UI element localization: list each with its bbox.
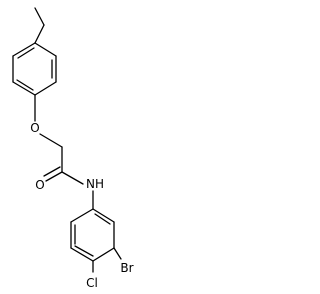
amide-group: O NH [35,146,104,210]
ring2-bond [70,247,94,262]
bond-carbonyl-n [61,171,84,185]
ring1-double-bond [16,79,34,91]
ether-linkage: O [30,94,63,148]
ring2-double-bond [74,245,94,257]
ring2-double-bond [94,213,111,225]
ethyl-group [34,7,45,44]
bromine-label: Br [120,261,133,275]
amide-nitrogen-label: NH [86,177,104,191]
bond-ethyl-ch2 [34,24,45,44]
bond-ethyl-ch3 [34,7,45,26]
bond-carbonyl-co-double [43,166,61,177]
ether-oxygen-label: O [30,121,39,135]
ring1-bond [12,42,36,57]
bond-o-ch2 [39,133,63,148]
benzene-ring-lower [70,208,115,262]
ring2-bond [92,208,115,223]
ring1-bond [12,81,36,96]
ring2-bond [92,247,115,262]
ring1-bond [34,42,57,57]
benzene-ring-upper [12,42,57,96]
ring1-bond [34,81,57,96]
chlorine-label: Cl [86,276,98,290]
bond-carbonyl-co [45,171,63,182]
molecule-diagram: O O NH Br Cl [12,7,134,290]
bond-ring-br [113,247,122,260]
carbonyl-oxygen-label: O [35,178,44,192]
ring1-double-bond [17,47,35,59]
halogen-substituents: Br Cl [86,247,134,290]
ring2-bond [70,208,94,223]
